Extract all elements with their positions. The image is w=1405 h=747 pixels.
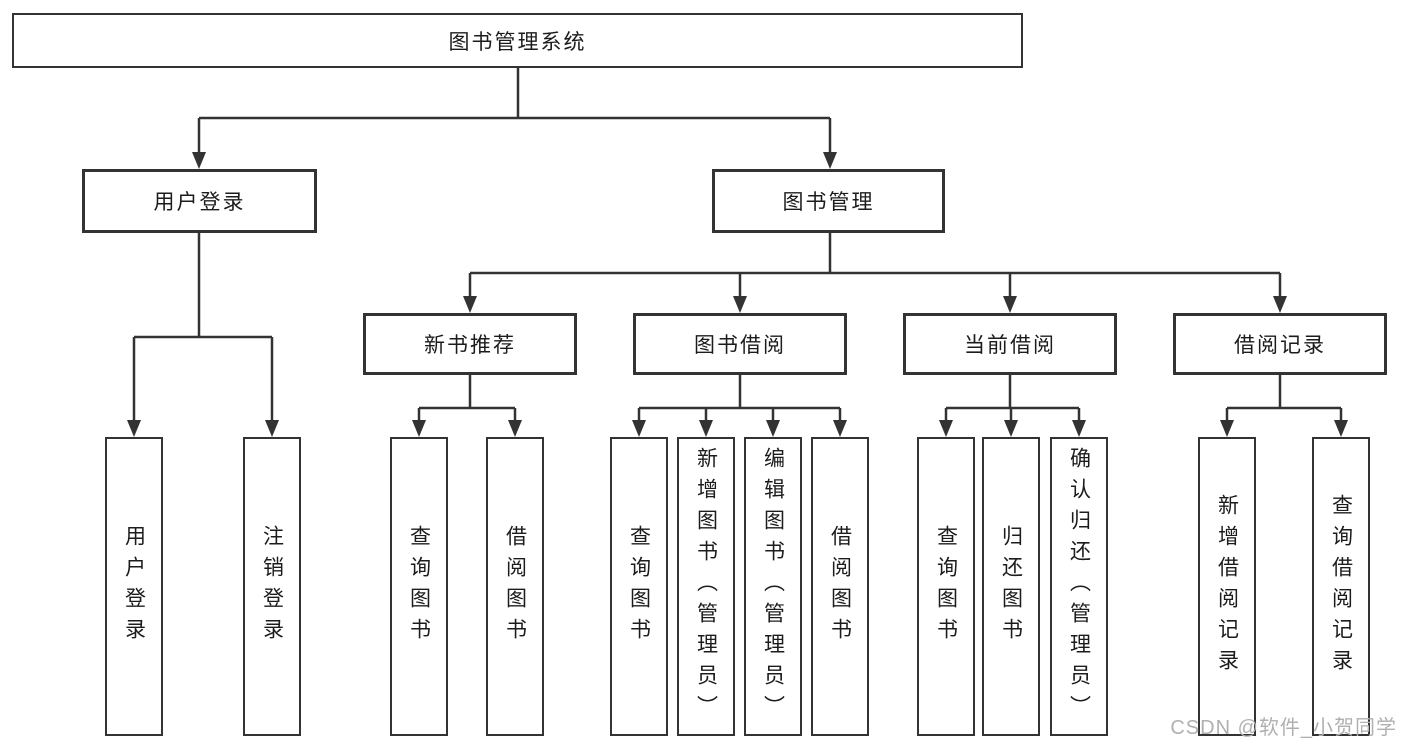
- leaf-query-books-recommend: 查询图书: [390, 437, 448, 736]
- leaf-query-books-borrowing: 查询图书: [610, 437, 668, 736]
- leaf-add-borrow-record: 新增借阅记录: [1198, 437, 1256, 736]
- node-current-borrowing: 当前借阅: [903, 313, 1117, 375]
- node-book-borrowing: 图书借阅: [633, 313, 847, 375]
- node-library-management-system: 图书管理系统: [12, 13, 1023, 68]
- leaf-borrow-books-recommend: 借阅图书: [486, 437, 544, 736]
- leaf-borrow-books-borrowing: 借阅图书: [811, 437, 869, 736]
- leaf-query-borrow-record: 查询借阅记录: [1312, 437, 1370, 736]
- connector-current-borrowing-branch: [939, 375, 1086, 437]
- node-user-login: 用户登录: [82, 169, 317, 233]
- connector-user-login-branch: [127, 233, 279, 437]
- leaf-add-books-admin: 新增图书（管理员）: [677, 437, 735, 736]
- leaf-logout: 注销登录: [243, 437, 301, 736]
- leaf-user-login: 用户登录: [105, 437, 163, 736]
- leaf-query-books-current: 查询图书: [917, 437, 975, 736]
- node-new-book-recommendation: 新书推荐: [363, 313, 577, 375]
- leaf-confirm-return-admin: 确认归还（管理员）: [1050, 437, 1108, 736]
- connector-borrow-records-branch: [1220, 375, 1348, 437]
- watermark-text: CSDN @软件_小贺同学: [1170, 717, 1397, 739]
- connector-new-book-branch: [412, 375, 522, 437]
- leaf-return-books: 归还图书: [982, 437, 1040, 736]
- node-book-management: 图书管理: [712, 169, 945, 233]
- connector-root-to-level2: [192, 68, 837, 169]
- connector-book-borrowing-branch: [632, 375, 847, 437]
- connector-book-management-branch: [463, 233, 1287, 313]
- leaf-edit-books-admin: 编辑图书（管理员）: [744, 437, 802, 736]
- node-borrow-records: 借阅记录: [1173, 313, 1387, 375]
